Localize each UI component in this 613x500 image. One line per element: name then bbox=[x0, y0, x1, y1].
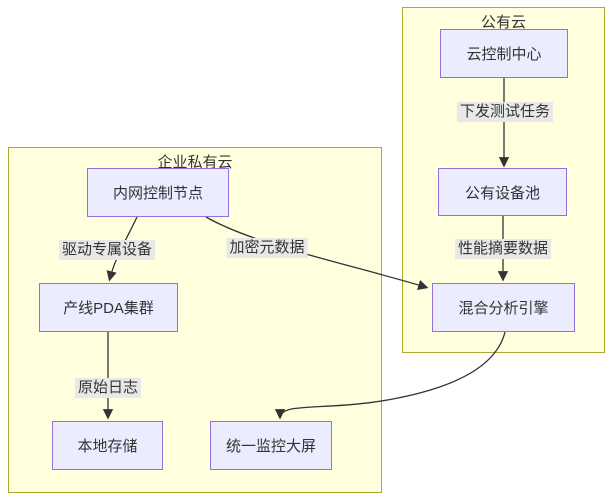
node-production-pda-cluster-label: 产线PDA集群 bbox=[63, 300, 154, 317]
edge-engine-to-monitor bbox=[274, 331, 506, 420]
edge-label-performance-summary: 性能摘要数据 bbox=[454, 239, 552, 259]
cluster-public-cloud-title: 公有云 bbox=[480, 14, 526, 31]
node-hybrid-analysis-engine: 混合分析引擎 bbox=[432, 283, 575, 332]
node-hybrid-analysis-engine-label: 混合分析引擎 bbox=[458, 300, 549, 317]
cluster-private-cloud-title: 企业私有云 bbox=[157, 154, 233, 171]
edge-label-drive-dedicated-device: 驱动专属设备 bbox=[58, 240, 156, 260]
node-intranet-control-node: 内网控制节点 bbox=[87, 168, 229, 217]
edge-label-raw-logs: 原始日志 bbox=[74, 378, 142, 398]
node-local-storage-label: 本地存储 bbox=[77, 438, 138, 455]
edge-label-dispatch-test-task: 下发测试任务 bbox=[456, 102, 554, 122]
node-cloud-control-center: 云控制中心 bbox=[440, 29, 568, 78]
node-cloud-control-center-label: 云控制中心 bbox=[466, 46, 542, 63]
edge-label-encrypted-metadata: 加密元数据 bbox=[226, 238, 308, 258]
node-unified-monitor-screen: 统一监控大屏 bbox=[210, 421, 332, 470]
node-public-device-pool-label: 公有设备池 bbox=[464, 184, 540, 202]
node-unified-monitor-screen-label: 统一监控大屏 bbox=[225, 438, 316, 455]
node-production-pda-cluster: 产线PDA集群 bbox=[39, 283, 178, 332]
node-local-storage: 本地存储 bbox=[52, 421, 163, 470]
node-public-device-pool: 公有设备池 bbox=[438, 168, 567, 216]
node-intranet-control-node-label: 内网控制节点 bbox=[112, 185, 203, 202]
